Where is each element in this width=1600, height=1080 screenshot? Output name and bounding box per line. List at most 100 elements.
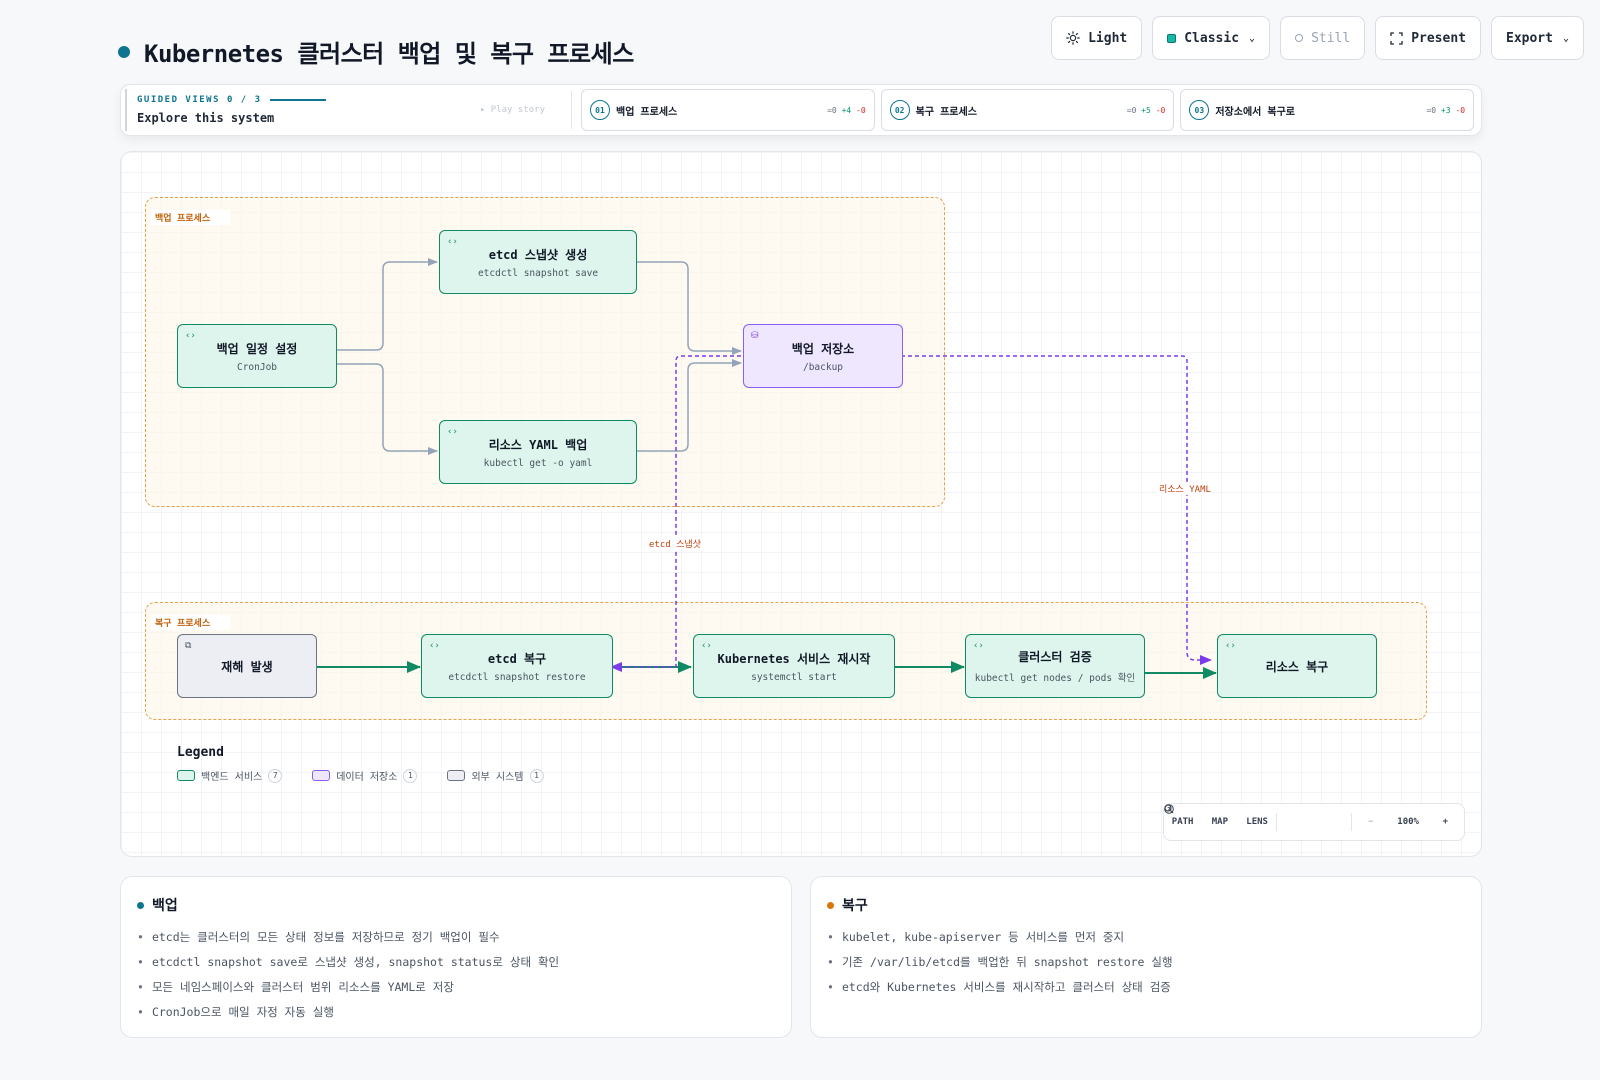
node-subtitle: etcdctl snapshot save xyxy=(477,267,599,279)
code-icon: ‹› xyxy=(973,641,984,651)
legend: Legend 백엔드 서비스 7 데이터 저장소 1 외부 시스템 1 xyxy=(177,745,544,783)
theme-label: Light xyxy=(1088,30,1128,46)
group-restore-label: 복구 프로세스 xyxy=(151,615,231,630)
style-swatch-icon xyxy=(1167,33,1177,43)
story-stat-minus: -0 xyxy=(1155,105,1166,115)
story-stat-eq: =0 xyxy=(1426,105,1437,115)
legend-label: 외부 시스템 xyxy=(471,772,524,783)
legend-swatch xyxy=(177,770,195,781)
code-icon: ‹› xyxy=(429,641,440,651)
code-icon: ‹› xyxy=(701,641,712,651)
node-etcd-snapshot[interactable]: ‹› etcd 스냅샷 생성 etcdctl snapshot save xyxy=(439,230,637,294)
page-header: Kubernetes 클러스터 백업 및 복구 프로세스 xyxy=(118,34,634,69)
story-name: 백업 프로세스 xyxy=(616,106,678,118)
node-title: 백업 저장소 xyxy=(791,341,855,356)
edge-storage-etcdrestore xyxy=(610,355,741,672)
node-resource-restore[interactable]: ‹› 리소스 복구 xyxy=(1217,634,1377,698)
node-subtitle: kubectl get -o yaml xyxy=(483,457,593,469)
edges-layer xyxy=(317,258,1217,679)
story-card[interactable]: 03 저장소에서 복구로 =0 +3 -0 xyxy=(1180,89,1475,131)
card-title: 백업 xyxy=(152,898,178,914)
node-etcd-restore[interactable]: ‹› etcd 복구 etcdctl snapshot restore xyxy=(421,634,613,698)
node-resource-yaml[interactable]: ‹› 리소스 YAML 백업 kubectl get -o yaml xyxy=(439,420,637,484)
group-backup-label: 백업 프로세스 xyxy=(151,210,231,225)
guided-progress-bar xyxy=(269,99,326,101)
title-dot xyxy=(118,45,130,58)
node-title: Kubernetes 서비스 재시작 xyxy=(717,651,871,666)
card-header: 백업 xyxy=(137,895,775,915)
guided-label: GUIDED VIEWS 0 / 3 xyxy=(137,95,262,105)
list-item: etcd와 Kubernetes 서비스를 재시작하고 클러스터 상태 검증 xyxy=(827,979,1465,995)
svg-text:?: ? xyxy=(1167,806,1171,813)
node-title: 리소스 YAML 백업 xyxy=(488,437,588,452)
story-number: 01 xyxy=(590,100,610,120)
node-cluster-verify[interactable]: ‹› 클러스터 검증 kubectl get nodes / pods 확인 xyxy=(965,634,1145,698)
zoom-in-button[interactable]: + xyxy=(1442,817,1449,827)
story-stat-minus: -0 xyxy=(1455,105,1466,115)
node-subtitle: kubectl get nodes / pods 확인 xyxy=(974,673,1136,684)
style-dropdown[interactable]: Classic ⌄ xyxy=(1152,16,1271,60)
list-item: kubelet, kube-apiserver 등 서비스를 먼저 중지 xyxy=(827,929,1465,945)
story-card[interactable]: 02 복구 프로세스 =0 +5 -0 xyxy=(880,89,1175,131)
list-item: 모든 네임스페이스와 클러스터 범위 리소스를 YAML로 저장 xyxy=(137,979,775,995)
node-backup-storage[interactable]: ⛁ 백업 저장소 /backup xyxy=(743,324,903,388)
code-icon: ‹› xyxy=(447,427,458,437)
style-label: Classic xyxy=(1184,30,1240,46)
toolbar: Light Classic ⌄ Still Present Export ⌄ xyxy=(1051,16,1584,60)
list-item: etcdctl snapshot save로 스냅샷 생성, snapshot … xyxy=(137,954,775,970)
zoom-level: 100% xyxy=(1397,817,1419,827)
node-backup-schedule[interactable]: ‹› 백업 일정 설정 CronJob xyxy=(177,324,337,388)
guided-intro: GUIDED VIEWS 0 / 3 Explore this system ▸… xyxy=(125,89,565,131)
divider xyxy=(571,91,572,129)
export-label: Export xyxy=(1506,30,1553,46)
card-title: 복구 xyxy=(842,898,868,914)
fullscreen-icon xyxy=(1390,31,1403,45)
backup-card: 백업 etcd는 클러스터의 모든 상태 정보를 저장하므로 정기 백업이 필수… xyxy=(120,876,792,1038)
story-number: 03 xyxy=(1189,100,1210,120)
zoom-out-button[interactable]: − xyxy=(1368,817,1374,827)
diagram-canvas[interactable]: 백업 프로세스 복구 프로세스 etcd 스냅샷 리소스 YAML ‹› 백업 xyxy=(120,151,1482,857)
edge-label-yaml: 리소스 YAML xyxy=(1157,482,1213,495)
export-dropdown[interactable]: Export ⌄ xyxy=(1491,16,1584,60)
restore-card: 복구 kubelet, kube-apiserver 등 서비스를 먼저 중지 … xyxy=(810,876,1482,1038)
guided-heading: Explore this system xyxy=(137,111,275,125)
story-stats: =0 +5 -0 xyxy=(1127,106,1166,115)
node-k8s-restart[interactable]: ‹› Kubernetes 서비스 재시작 systemctl start xyxy=(693,634,895,698)
theme-button[interactable]: Light xyxy=(1051,16,1143,60)
present-label: Present xyxy=(1411,30,1466,46)
story-card[interactable]: 01 백업 프로세스 =0 +4 -0 xyxy=(581,89,875,131)
motion-toggle[interactable]: Still xyxy=(1280,16,1366,60)
map-button[interactable]: MAP xyxy=(1211,817,1228,827)
list-item: etcd는 클러스터의 모든 상태 정보를 저장하므로 정기 백업이 필수 xyxy=(137,929,775,945)
legend-count: 1 xyxy=(403,768,418,783)
chevron-down-icon: ⌄ xyxy=(1562,32,1569,44)
edge-schedule-yaml xyxy=(337,363,438,455)
help-icon: ? xyxy=(1164,804,1174,814)
edge-snapshot-storage xyxy=(637,261,742,355)
card-header: 복구 xyxy=(827,895,1465,915)
story-name: 저장소에서 복구로 xyxy=(1215,106,1295,118)
external-icon: ⧉ xyxy=(185,641,192,651)
node-subtitle: systemctl start xyxy=(751,671,837,683)
present-button[interactable]: Present xyxy=(1375,16,1481,60)
node-disaster[interactable]: ⧉ 재해 발생 xyxy=(177,634,317,698)
legend-item-backend[interactable]: 백엔드 서비스 7 xyxy=(177,768,283,783)
divider xyxy=(1275,813,1277,831)
story-stat-eq: =0 xyxy=(1126,105,1137,115)
path-button[interactable]: PATH xyxy=(1171,817,1194,827)
legend-item-external[interactable]: 외부 시스템 1 xyxy=(447,768,544,783)
page-title: Kubernetes 클러스터 백업 및 복구 프로세스 xyxy=(144,40,634,68)
story-stat-plus: +5 xyxy=(1141,105,1151,115)
legend-swatch xyxy=(312,770,331,781)
legend-count: 7 xyxy=(268,768,283,783)
legend-count: 1 xyxy=(529,768,544,783)
list-item: 기존 /var/lib/etcd를 백업한 뒤 snapshot restore… xyxy=(827,954,1465,970)
edge-label-snapshot: etcd 스냅샷 xyxy=(647,537,703,550)
legend-label: 백엔드 서비스 xyxy=(201,772,263,783)
lens-button[interactable]: LENS xyxy=(1246,817,1268,827)
edge-storage-resourcerestore xyxy=(901,355,1212,665)
legend-item-datastore[interactable]: 데이터 저장소 1 xyxy=(312,768,418,783)
play-story-button[interactable]: ▸ Play story xyxy=(479,105,545,115)
edge-schedule-snapshot xyxy=(337,258,438,351)
node-subtitle: /backup xyxy=(802,361,844,373)
